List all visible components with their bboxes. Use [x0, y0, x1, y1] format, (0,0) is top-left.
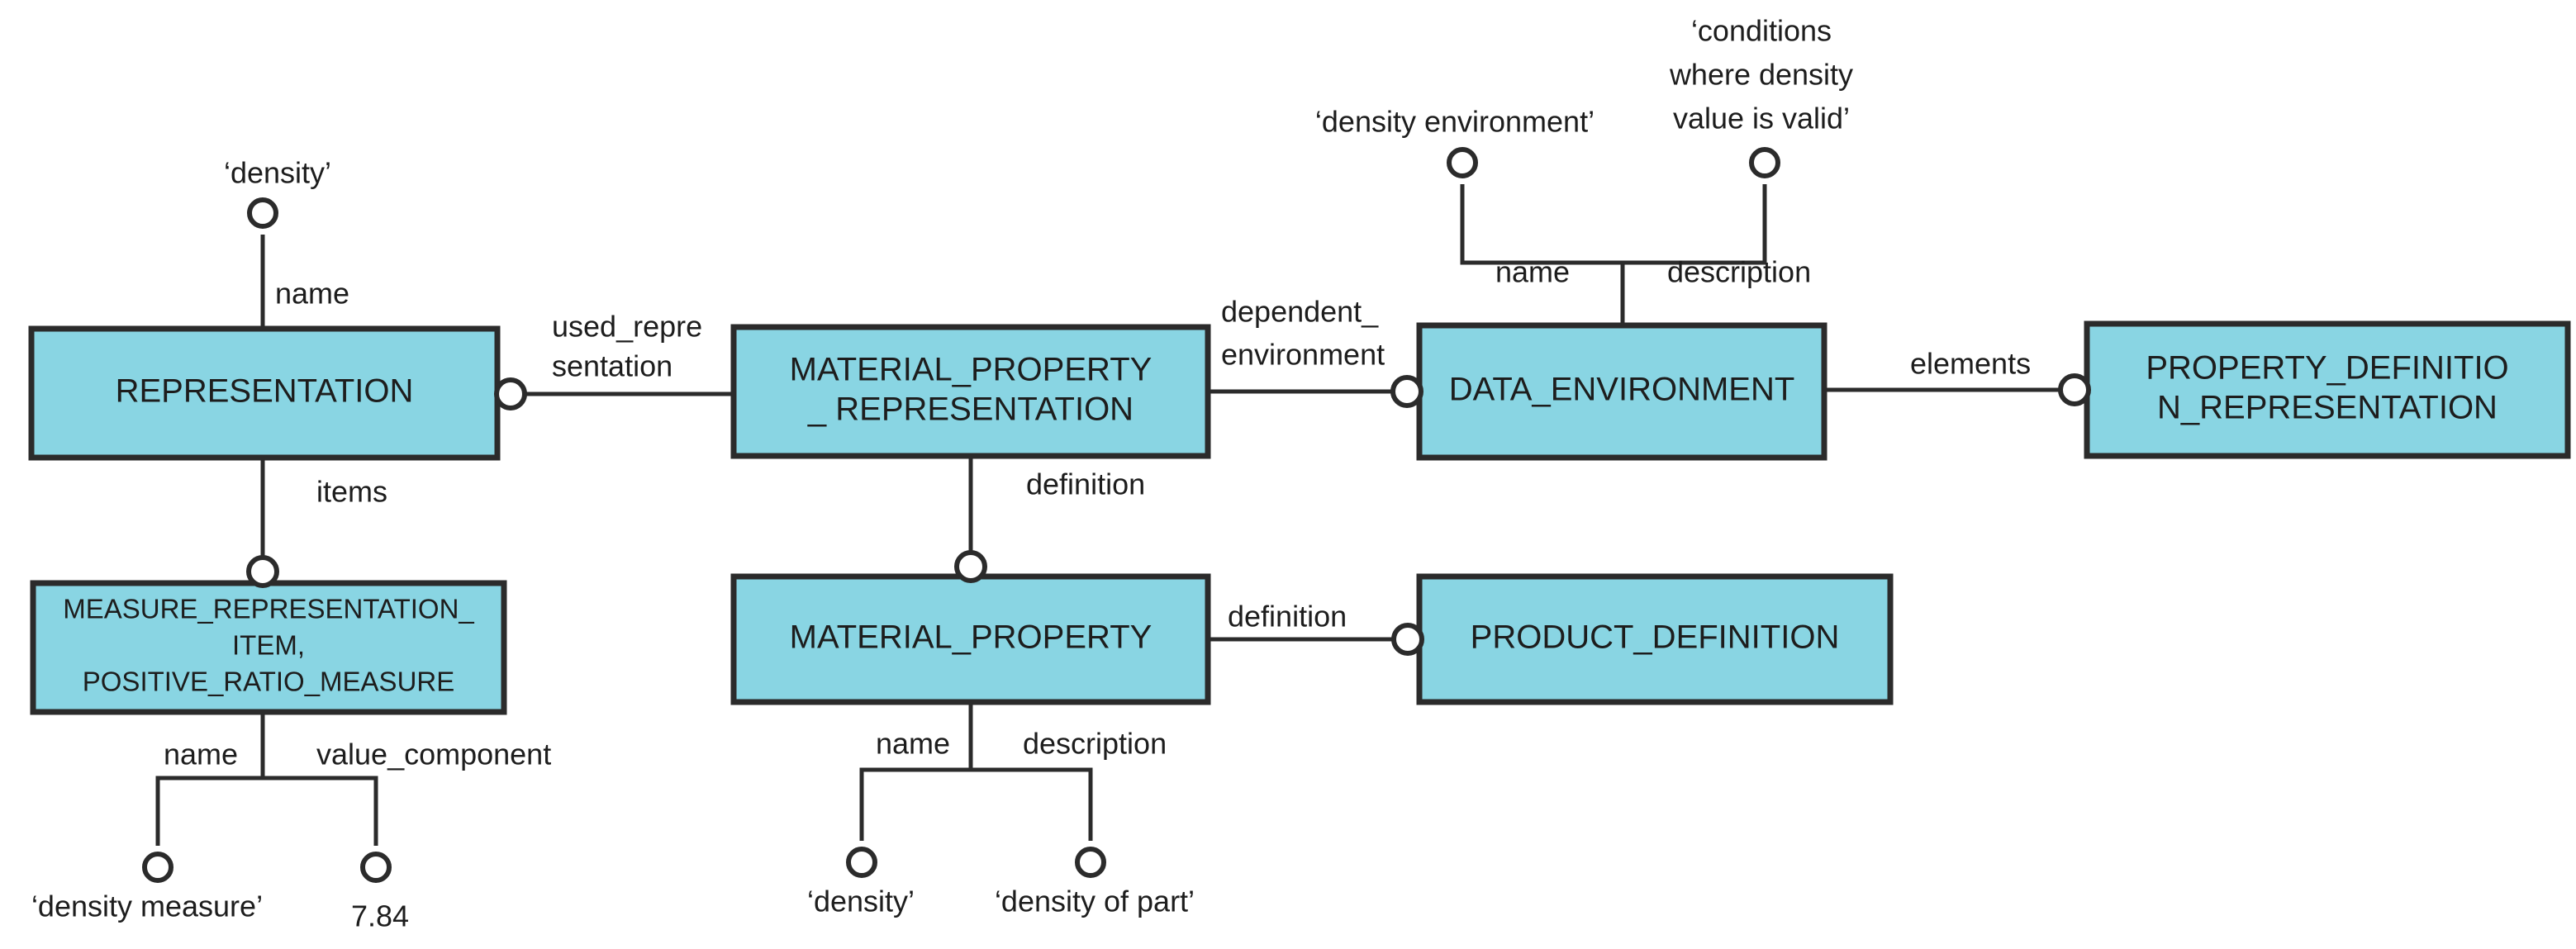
connector-lines-group [155, 184, 2065, 846]
relationship-circles-group [246, 373, 2091, 656]
role-name-material-property: name [876, 727, 950, 761]
role-labels-group: name used_repre sentation dependent_environ… [164, 255, 2031, 771]
entity-label-product-definition-line1: PRODUCT_DEFINITION [1471, 619, 1840, 656]
entity-label-property-definition-representation-line1: PROPERTY_DEFINITIO [2146, 350, 2508, 387]
role-items: items [316, 475, 387, 509]
entity-box-material-property-representation[interactable]: MATERIAL_PROPERTY_ REPRESENTATION [730, 324, 1211, 459]
entity-box-product-definition[interactable]: PRODUCT_DEFINITION [1416, 573, 1894, 705]
attribute-circle-value-density-measure [142, 852, 173, 883]
entity-label-material-property-line1: MATERIAL_PROPERTY [790, 619, 1153, 656]
role-definition-mpr: definition [1026, 467, 1145, 501]
value-label-value-conditions-line1: ‘conditions [1691, 14, 1832, 48]
value-labels-group: ‘density’ ‘density environment’ ‘condition… [31, 14, 1853, 933]
entity-box-data-environment[interactable]: DATA_ENVIRONMENT [1416, 322, 1827, 461]
role-used-representation-line1: used_repre [552, 310, 702, 344]
entity-box-measure-representation-item[interactable]: MEASURE_REPRESENTATION_ ITEM, POSITIVE_RAT… [30, 580, 507, 715]
entity-label-data-environment-line1: DATA_ENVIRONMENT [1449, 372, 1795, 408]
entity-label-measure-representation-item-line1: MEASURE_REPRESENTATION_ [63, 594, 474, 624]
value-label-value-784: 7.84 [351, 899, 409, 933]
value-label-value-conditions-line2: where density [1669, 58, 1853, 92]
attribute-circle-value-density-of-part [1075, 847, 1106, 878]
attribute-circles-group [142, 147, 1780, 883]
role-description-material-property: description [1023, 727, 1167, 761]
role-name-representation: name [275, 277, 349, 311]
entity-label-material-property-representation-line1: MATERIAL_PROPERTY [790, 352, 1153, 388]
entity-box-property-definition-representation[interactable]: PROPERTY_DEFINITION_REPRESENTATION [2084, 320, 2571, 459]
circle-pdr-elements [2058, 373, 2091, 406]
value-label-value-conditions-line3: value is valid’ [1673, 102, 1850, 135]
entity-label-material-property-representation-line2: _ REPRESENTATION [807, 391, 1134, 428]
role-definition-mp: definition [1228, 600, 1347, 633]
value-label-value-density-representation: ‘density’ [224, 156, 331, 190]
conn-data-environment-attrs [1460, 184, 1767, 325]
entity-box-material-property[interactable]: MATERIAL_PROPERTY [730, 573, 1211, 705]
entity-rect-material-property-representation[interactable] [730, 324, 1211, 459]
role-name-measure: name [164, 738, 238, 771]
role-elements: elements [1910, 347, 2031, 381]
conn-measure-attrs [155, 712, 378, 846]
circle-measure-items [246, 555, 279, 588]
circle-data-environment-dep-env [1390, 375, 1423, 408]
value-label-value-density-environment: ‘density environment’ [1315, 105, 1595, 139]
attribute-circle-value-conditions-line3 [1749, 147, 1780, 178]
role-description-data-environment: description [1667, 255, 1811, 289]
entity-label-measure-representation-item-line3: POSITIVE_RATIO_MEASURE [83, 667, 455, 697]
value-label-value-density-of-part: ‘density of part’ [995, 885, 1195, 918]
entity-label-measure-representation-item-line2: ITEM, [232, 630, 305, 661]
role-dependent-environment-line2: environment [1221, 338, 1385, 372]
attribute-circle-value-density-material [846, 847, 877, 878]
entity-rect-material-property[interactable] [730, 573, 1211, 705]
value-label-value-density-material: ‘density’ [807, 885, 915, 918]
entity-label-representation-line1: REPRESENTATION [116, 373, 414, 410]
entity-box-representation[interactable]: REPRESENTATION [28, 325, 501, 461]
role-value-component: value_component [316, 738, 551, 771]
role-name-data-environment: name [1495, 255, 1570, 289]
circle-representation-used-rep [494, 377, 527, 410]
entity-rect-property-definition-representation[interactable] [2084, 320, 2571, 459]
entity-rect-measure-representation-item[interactable] [30, 580, 507, 715]
circle-product-definition-def [1391, 623, 1424, 656]
conn-material-property-attrs [859, 702, 1093, 841]
attribute-circle-value-784 [360, 852, 392, 883]
circle-material-property-def [954, 550, 987, 583]
entity-label-property-definition-representation-line2: N_REPRESENTATION [2157, 390, 2498, 426]
role-used-representation-line2: sentation [552, 349, 673, 383]
role-dependent-environment-line1: dependent_ [1221, 295, 1379, 329]
attribute-circle-value-density-environment [1447, 147, 1478, 178]
value-label-value-density-measure: ‘density measure’ [31, 890, 263, 923]
attribute-circle-value-density-representation [247, 197, 278, 229]
